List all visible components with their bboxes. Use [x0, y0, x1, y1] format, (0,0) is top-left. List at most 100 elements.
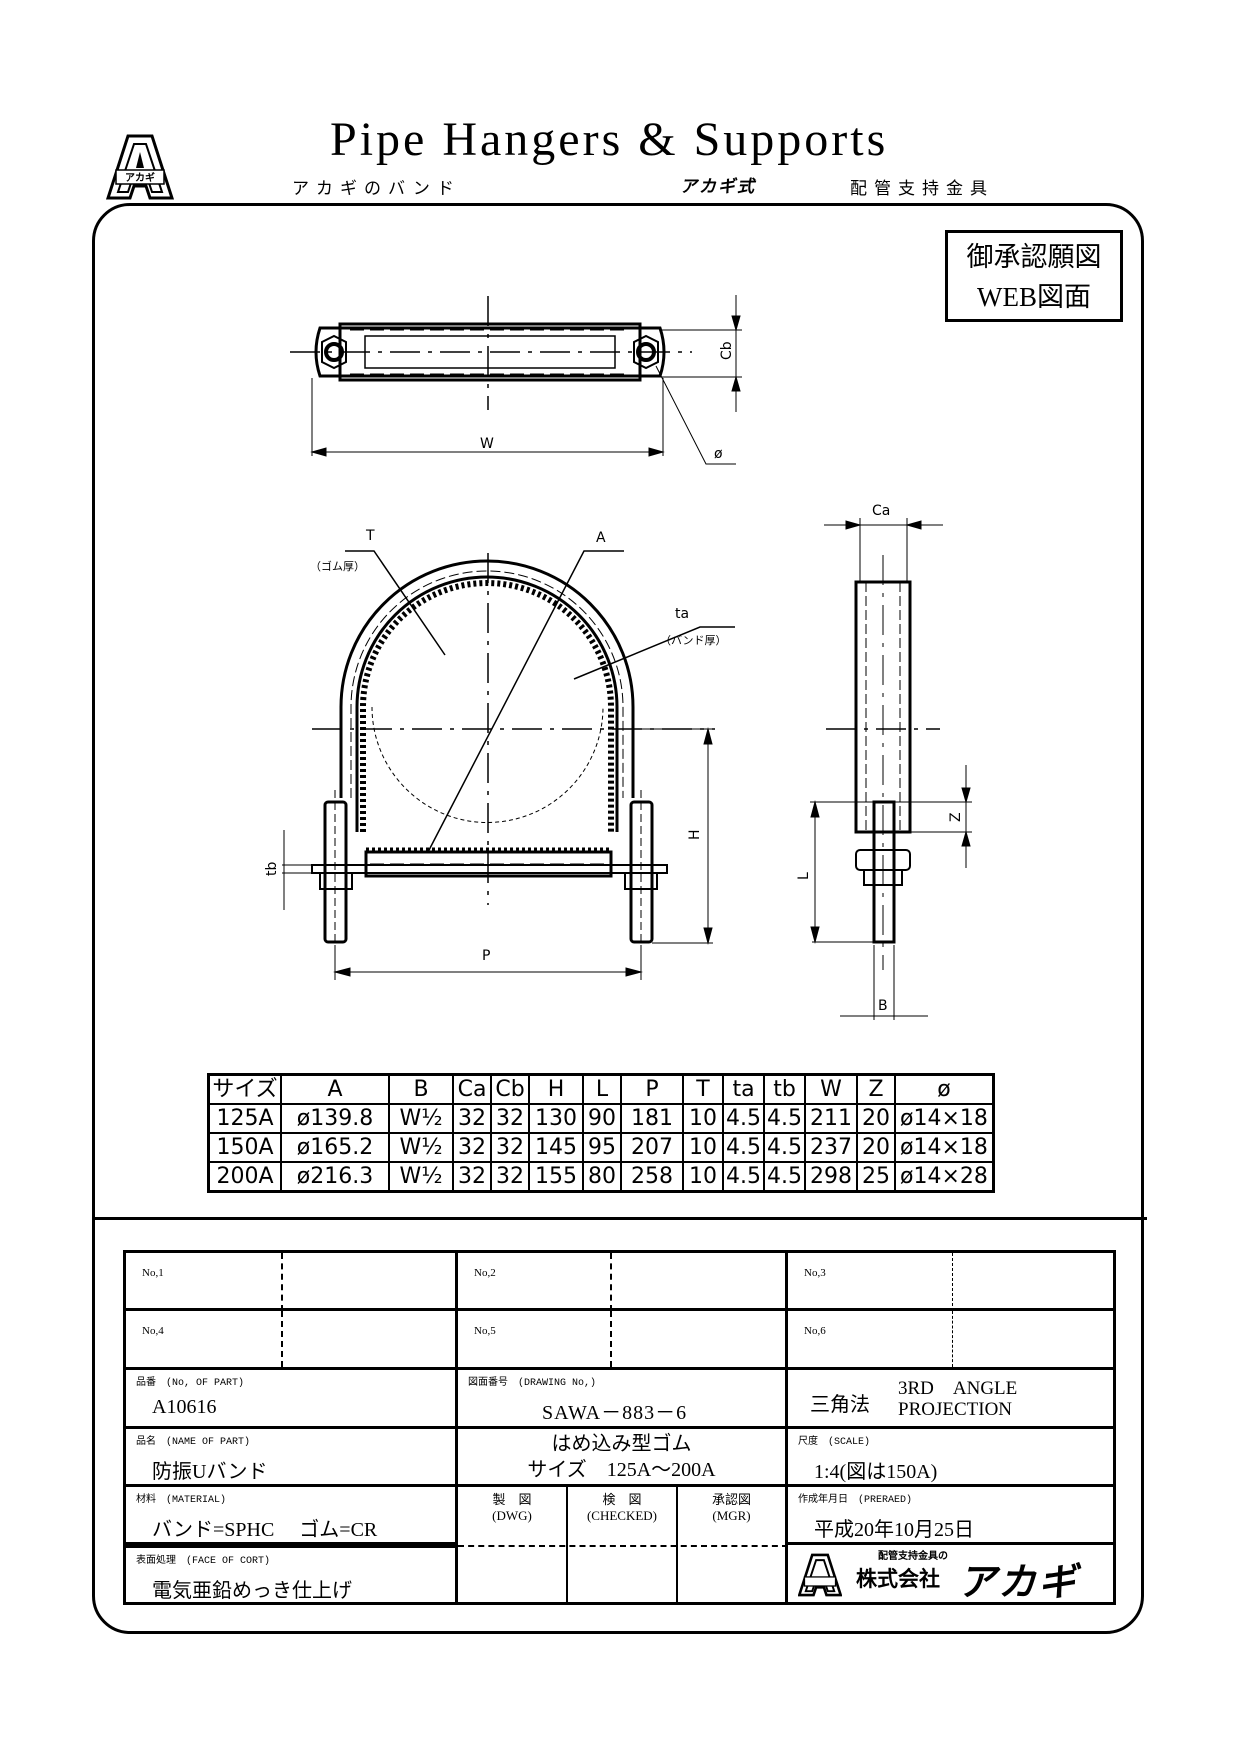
part-name-label: 品名 (NAME OF PART)	[136, 1437, 251, 1448]
company-cell: 配管支持金具の 株式会社 アカギ	[788, 1545, 1116, 1605]
table-row: 150A ø165.2 W½ 32 32 145 95 207 10 4.5 4…	[207, 1132, 995, 1163]
page-title: Pipe Hangers & Supports	[330, 113, 889, 166]
header-cell: P	[620, 1073, 684, 1105]
projection-en-2: PROJECTION	[898, 1399, 1013, 1420]
table-cell: 211	[804, 1103, 858, 1134]
company-tagline: 配管支持金具の	[878, 1551, 948, 1562]
frame-divider	[92, 1217, 1147, 1220]
table-row: 200A ø216.3 W½ 32 32 155 80 258 10 4.5 4…	[207, 1161, 995, 1193]
header-cell: B	[388, 1073, 454, 1105]
projection-jp: 三角法	[810, 1394, 870, 1416]
part-name-cell: 品名 (NAME OF PART) 防振Uバンド	[126, 1429, 458, 1487]
label-P: P	[482, 948, 490, 964]
drawing-number-value: SAWA－883－6	[542, 1402, 688, 1424]
table-cell: 298	[804, 1161, 858, 1193]
table-cell: 4.5	[763, 1103, 806, 1134]
description-line-2: サイズ 125A～200A	[527, 1459, 716, 1481]
table-cell: ø216.3	[280, 1161, 390, 1193]
revision-cell-3: No,3	[788, 1253, 1116, 1311]
approval-stamp: 御承認願図 WEB図面	[945, 230, 1123, 322]
revision-cell-1: No,1	[126, 1253, 458, 1311]
header-cell: tb	[763, 1073, 806, 1105]
description-cell: はめ込み型ゴム サイズ 125A～200A	[458, 1429, 788, 1487]
scale-value: 1:4(図は150A)	[814, 1461, 938, 1483]
part-number-label: 品番 (No, OF PART)	[136, 1378, 245, 1389]
table-cell: 32	[490, 1132, 530, 1163]
label-L: L	[796, 872, 812, 880]
front-view	[282, 550, 735, 980]
revision-label: No,4	[142, 1325, 164, 1337]
table-cell: W½	[388, 1103, 454, 1134]
table-cell: 145	[528, 1132, 584, 1163]
table-cell: W½	[388, 1161, 454, 1193]
scale-cell: 尺度 (SCALE) 1:4(図は150A)	[788, 1429, 1116, 1487]
header-cell: ø	[894, 1073, 995, 1105]
finish-label: 表面処理 (FACE OF CORT)	[136, 1556, 271, 1567]
label-phi: ø	[714, 446, 723, 462]
table-cell: ø165.2	[280, 1132, 390, 1163]
header-cell: Ca	[452, 1073, 492, 1105]
projection-en-1: 3RD ANGLE	[898, 1378, 1018, 1399]
projection-cell: 三角法 3RD ANGLE PROJECTION	[788, 1370, 1116, 1429]
signature-label-en: (DWG)	[492, 1508, 532, 1523]
table-cell: 10	[682, 1161, 724, 1193]
material-value: バンド=SPHC ゴム=CR	[152, 1519, 378, 1541]
table-cell: ø14×18	[894, 1132, 995, 1163]
table-cell: ø139.8	[280, 1103, 390, 1134]
label-T: T	[365, 528, 375, 544]
label-ta-note: （バンド厚）	[660, 634, 727, 647]
label-Ca: Ca	[872, 503, 890, 519]
label-ta: ta	[675, 606, 689, 622]
akagi-logo: アカギ	[105, 134, 175, 200]
dimension-table: サイズ A B Ca Cb H L P T ta tb W Z ø 125A ø…	[207, 1073, 995, 1193]
table-cell: 258	[620, 1161, 684, 1193]
table-row: 125A ø139.8 W½ 32 32 130 90 181 10 4.5 4…	[207, 1103, 995, 1134]
header-cell: Z	[856, 1073, 896, 1105]
revision-cell-5: No,5	[458, 1311, 788, 1370]
material-label: 材料 (MATERIAL)	[136, 1495, 227, 1506]
scale-label: 尺度 (SCALE)	[798, 1437, 871, 1448]
signature-label-en: (CHECKED)	[586, 1508, 658, 1523]
subtitle-brand: アカギ式	[680, 177, 756, 197]
table-cell: 32	[452, 1132, 492, 1163]
table-cell: 4.5	[722, 1132, 765, 1163]
part-number-cell: 品番 (No, OF PART) A10616	[126, 1370, 458, 1429]
header-cell: ta	[722, 1073, 765, 1105]
table-cell: 130	[528, 1103, 584, 1134]
signature-label-jp: 承認図	[711, 1492, 751, 1507]
header-cell: A	[280, 1073, 390, 1105]
side-view	[810, 518, 972, 1020]
part-name-value: 防振Uバンド	[152, 1461, 268, 1483]
header-cell: Cb	[490, 1073, 530, 1105]
table-cell: 4.5	[722, 1161, 765, 1193]
table-cell: 10	[682, 1132, 724, 1163]
company-name: 株式会社	[856, 1567, 940, 1591]
drawing-number-label: 図面番号 (DRAWING No,)	[468, 1378, 597, 1389]
stamp-line-1: 御承認願図	[966, 242, 1102, 272]
table-cell: W½	[388, 1132, 454, 1163]
table-cell: 95	[582, 1132, 622, 1163]
title-block: No,1 No,2 No,3 No,4 No,5 No,6 品番 (No, OF…	[123, 1250, 1116, 1605]
signature-label-jp: 検 図	[602, 1492, 642, 1507]
table-cell: 200A	[207, 1161, 282, 1193]
label-tb: tb	[264, 862, 280, 876]
table-cell: 32	[452, 1161, 492, 1193]
label-B: B	[878, 998, 888, 1014]
finish-value: 電気亜鉛めっき仕上げ	[152, 1580, 352, 1602]
table-cell: 32	[452, 1103, 492, 1134]
part-number-value: A10616	[152, 1396, 217, 1418]
prepared-label: 作成年月日 (PRERAED)	[798, 1495, 913, 1506]
revision-label: No,2	[474, 1267, 496, 1279]
table-cell: 4.5	[763, 1161, 806, 1193]
table-cell: 207	[620, 1132, 684, 1163]
drawing-frame	[92, 203, 1144, 1634]
label-H: H	[687, 829, 703, 840]
table-cell: 4.5	[722, 1103, 765, 1134]
table-cell: 32	[490, 1161, 530, 1193]
stamp-line-2: WEB図面	[977, 282, 1091, 312]
table-cell: 155	[528, 1161, 584, 1193]
subtitle-band: アカギのバンド	[292, 179, 461, 199]
table-cell: 20	[856, 1103, 896, 1134]
revision-cell-2: No,2	[458, 1253, 788, 1311]
